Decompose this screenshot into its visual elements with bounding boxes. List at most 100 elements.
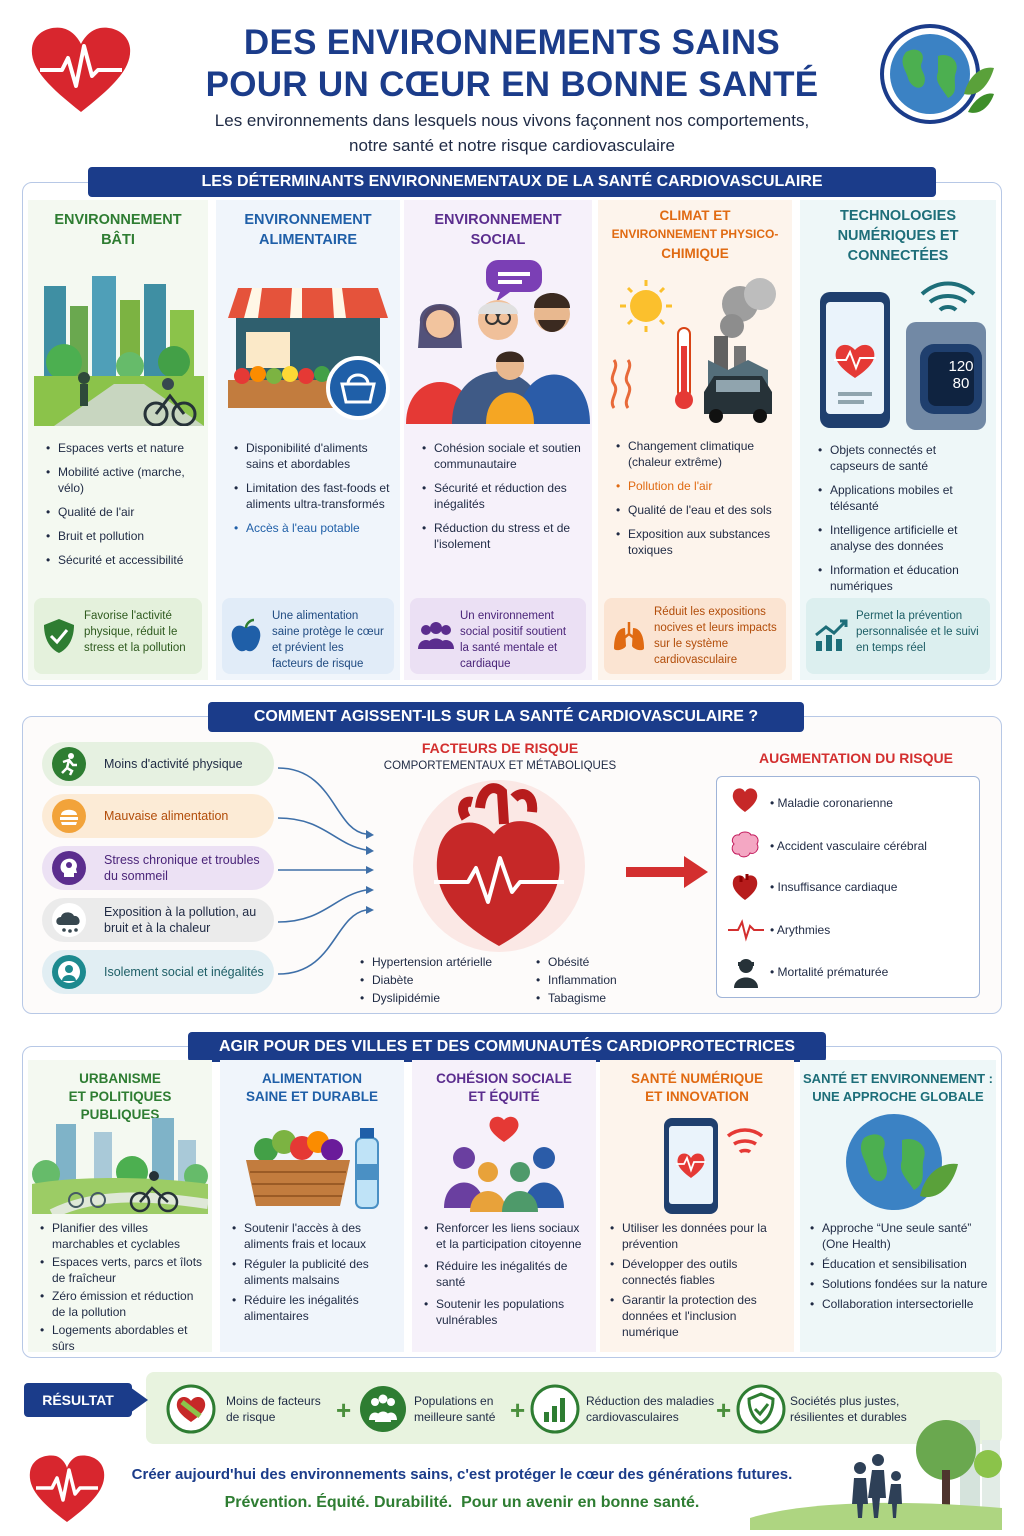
group-icon bbox=[418, 622, 454, 649]
earth-leaf-icon bbox=[880, 24, 994, 124]
digital-callout: Permet la prévention personnalisée et le… bbox=[806, 598, 990, 674]
action-onehealth: SANTÉ ET ENVIRONNEMENT :UNE APPROCHE GLO… bbox=[800, 1060, 996, 1352]
plus-sign: + bbox=[336, 1395, 352, 1425]
food-list: Disponibilité d'aliments sains et aborda… bbox=[234, 440, 392, 544]
risk-item: • Arythmies bbox=[770, 923, 831, 937]
cause-stress: Stress chronique et troubles du sommeil bbox=[42, 846, 274, 890]
equity-list: Renforcer les liens sociaux et la partic… bbox=[424, 1220, 588, 1334]
runner-icon bbox=[61, 753, 77, 776]
food-actions-list: Soutenir l'accès à des aliments frais et… bbox=[232, 1220, 396, 1328]
people-icon bbox=[360, 1386, 406, 1432]
cloud-icon bbox=[56, 912, 80, 933]
city-park-icon bbox=[34, 276, 204, 426]
result-item: Moins de facteurs de risque bbox=[226, 1394, 321, 1424]
person-icon bbox=[58, 961, 80, 983]
bar-growth-icon bbox=[530, 1384, 580, 1434]
head-stress-icon bbox=[60, 858, 77, 877]
smartphone-watch-icon bbox=[820, 281, 986, 430]
plus-sign: + bbox=[510, 1395, 526, 1425]
risk-title: AUGMENTATION DU RISQUE bbox=[759, 750, 953, 766]
digital-actions-list: Utiliser les données pour la préventionD… bbox=[610, 1220, 786, 1344]
risk-item: • Mortalité prématurée bbox=[770, 965, 889, 979]
green-city-bike-icon bbox=[32, 1118, 208, 1214]
trend-chart-icon bbox=[815, 619, 848, 651]
climate-pollution-icon bbox=[610, 278, 776, 423]
heart-organ-icon bbox=[413, 780, 585, 952]
cause-pollution: Exposition à la pollution, au bruit et à… bbox=[42, 898, 274, 942]
shield-check-result-icon bbox=[736, 1384, 786, 1434]
brain-icon bbox=[731, 831, 759, 858]
urbanism-list: Planifier des villes marchables et cycla… bbox=[40, 1220, 204, 1352]
arrow-right-icon bbox=[626, 856, 708, 888]
footer-slogan: Créer aujourd'hui des environnements sai… bbox=[131, 1466, 793, 1483]
food-callout: Une alimentation saine protège le cœur e… bbox=[222, 598, 394, 674]
globe-leaves-icon bbox=[846, 1114, 958, 1210]
result-arrow-icon bbox=[130, 1387, 148, 1413]
family-icon bbox=[406, 260, 590, 424]
cause-isolation: Isolement social et inégalités bbox=[42, 950, 274, 994]
result-item: Sociétés plus justes, résilientes et dur… bbox=[790, 1394, 907, 1424]
risk-item: • Insuffisance cardiaque bbox=[770, 880, 898, 894]
plus-sign: + bbox=[716, 1395, 732, 1425]
apple-icon bbox=[231, 618, 261, 652]
risk-factors-left: Hypertension artérielleDiabèteDyslipidém… bbox=[360, 954, 540, 1008]
section1-banner: LES DÉTERMINANTS ENVIRONNEMENTAUX DE LA … bbox=[88, 167, 936, 197]
cause-diet: Mauvaise alimentation bbox=[42, 794, 274, 838]
onehealth-list: Approche “Une seule santé” (One Health)É… bbox=[810, 1220, 988, 1316]
ecg-icon bbox=[728, 919, 764, 942]
social-list: Cohésion sociale et soutien communautair… bbox=[422, 440, 584, 560]
phone-wifi-icon bbox=[664, 1118, 764, 1214]
heart-footer-icon bbox=[29, 1455, 105, 1522]
flow-arrows bbox=[277, 767, 374, 975]
mortality-icon bbox=[734, 959, 758, 988]
family-park-icon bbox=[750, 1420, 1002, 1530]
risk-factors-right: ObésitéInflammationTabagisme bbox=[536, 954, 656, 1008]
result-item: Réduction des maladies cardiovasculaires bbox=[586, 1394, 715, 1424]
result-label: RÉSULTAT bbox=[24, 1383, 132, 1417]
built-callout: Favorise l'activité physique, réduit le … bbox=[34, 598, 202, 674]
risk-factors-title: FACTEURS DE RISQUE COMPORTEMENTAUX ET MÉ… bbox=[383, 740, 617, 772]
lungs-icon bbox=[614, 622, 644, 651]
shield-check-icon bbox=[44, 619, 74, 653]
page-subtitle: Les environnements dans lesquels nous vi… bbox=[214, 111, 810, 155]
cause-activity: Moins d'activité physique bbox=[42, 742, 274, 786]
digital-list: Objets connectés et capseurs de santéApp… bbox=[818, 442, 988, 602]
footer-tagline: Prévention. Équité. Durabilité. Pour un … bbox=[224, 1494, 700, 1511]
result-item: Populations en meilleure santé bbox=[414, 1394, 496, 1424]
risk-item: • Accident vasculaire cérébral bbox=[770, 839, 927, 853]
section2-banner: COMMENT AGISSENT-ILS SUR LA SANTÉ CARDIO… bbox=[208, 702, 804, 732]
risk-item: • Maladie coronarienne bbox=[770, 796, 893, 810]
heart-small-icon bbox=[732, 788, 758, 812]
heart-bandage-icon bbox=[166, 1384, 216, 1434]
col-title: SANTÉ ET ENVIRONNEMENT :UNE APPROCHE GLO… bbox=[803, 1071, 993, 1104]
community-heart-icon bbox=[444, 1116, 564, 1212]
risks-box bbox=[716, 776, 980, 998]
social-callout: Un environnement social positif soutient… bbox=[410, 598, 586, 674]
climate-list: Changement climatique (chaleur extrême)P… bbox=[616, 438, 784, 566]
heart-logo-icon bbox=[31, 27, 131, 113]
heart-failure-icon bbox=[732, 874, 758, 900]
burger-icon bbox=[60, 809, 78, 825]
section3-banner: AGIR POUR DES VILLES ET DES COMMUNAUTÉS … bbox=[188, 1032, 826, 1062]
climate-callout: Réduit les expositions nocives et leurs … bbox=[604, 598, 786, 674]
built-list: Espaces verts et natureMobilité active (… bbox=[46, 440, 200, 576]
basket-bottle-icon bbox=[246, 1128, 379, 1209]
market-stall-icon bbox=[228, 288, 390, 420]
